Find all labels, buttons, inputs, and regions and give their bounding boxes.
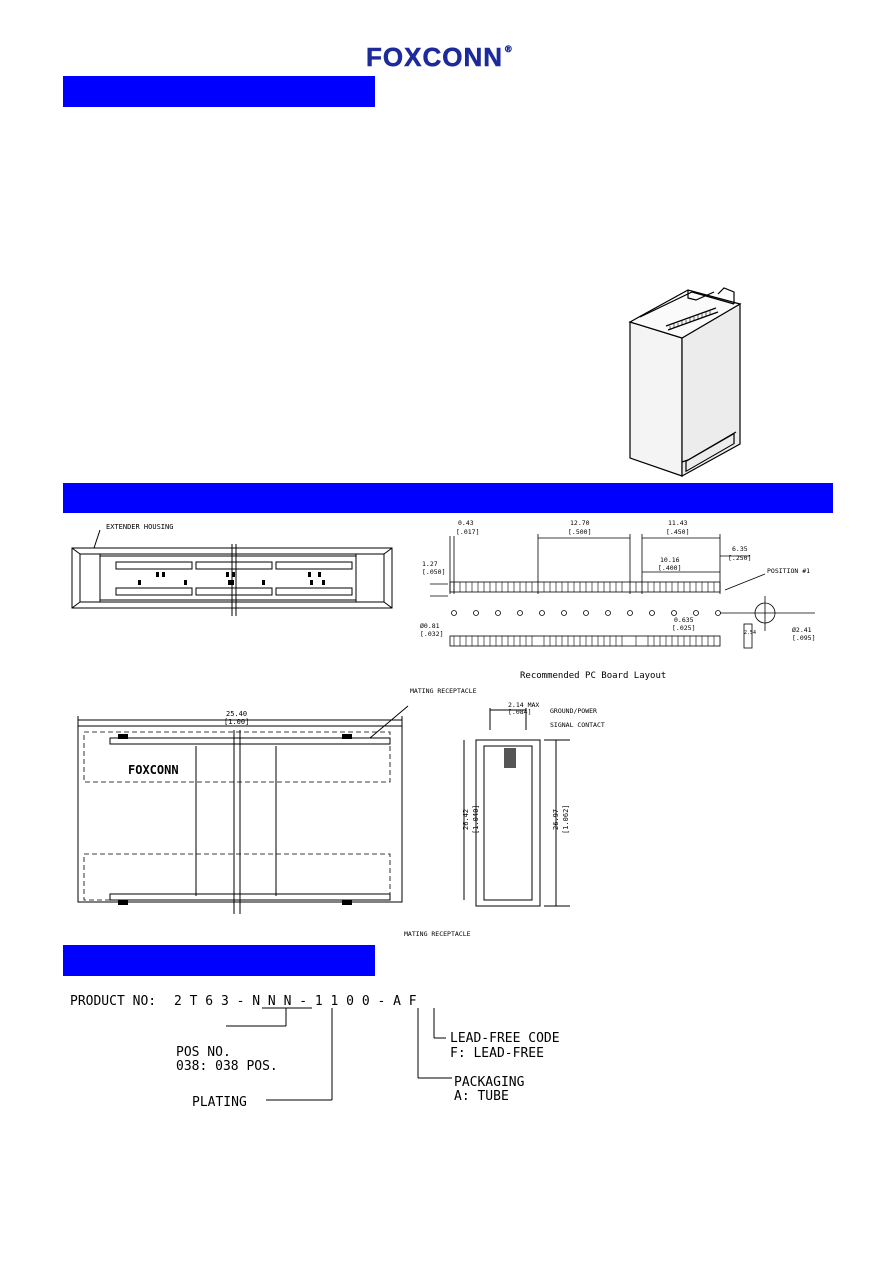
logo-text: FOXCONN [366, 42, 503, 73]
dim-241: Ø2.41 [792, 626, 812, 634]
body-brand-label: FOXCONN [128, 763, 179, 777]
pcb-layout-drawing: 0.43 [.017] 12.70 [.500] 11.43 [.450] 1.… [420, 519, 815, 681]
dim-081-in: [.032] [420, 630, 443, 638]
dim-241-in: [.095] [792, 634, 815, 642]
dim-1143: 11.43 [668, 519, 688, 527]
pcb-layout-caption: Recommended PC Board Layout [520, 671, 666, 681]
dim-2642-in: [1.040] [472, 804, 480, 834]
dim-2697: 26.97 [552, 809, 560, 830]
dim-2697-in: [1.062] [562, 804, 570, 834]
product-code: 2 T 6 3 - N N N - 1 1 0 0 - A F [174, 994, 417, 1009]
packaging-title: PACKAGING [454, 1075, 525, 1090]
dim-1270: 12.70 [570, 519, 590, 527]
dim-2642: 26.42 [462, 809, 470, 830]
section-bar-features [63, 76, 375, 107]
registered-mark: ® [505, 44, 513, 55]
packaging-value: A: TUBE [454, 1089, 509, 1104]
dim-2540: 25.40 [226, 710, 247, 718]
position-1-label: POSITION #1 [767, 567, 810, 575]
ground-power-label: GROUND/POWER [550, 707, 597, 715]
lead-free-value: F: LEAD-FREE [450, 1046, 544, 1061]
front-view-drawing: 25.40 [1.00] FOXCONN MATING RECEPTACLE M… [77, 687, 477, 938]
dim-1270-in: [.500] [568, 528, 591, 536]
side-view-drawing: 2.14 MAX [.084] GROUND/POWER SIGNAL CONT… [462, 701, 605, 907]
lead-free-title: LEAD-FREE CODE [450, 1031, 560, 1046]
dim-1016: 10.16 [660, 556, 680, 564]
dim-127-in: [.050] [422, 568, 445, 576]
foxconn-logo: FOXCONN® [366, 42, 513, 73]
dim-635: 6.35 [732, 545, 748, 553]
plating-label: PLATING [192, 1095, 247, 1110]
mating-receptacle-bottom-label: MATING RECEPTACLE [404, 930, 471, 938]
dim-254: 2.54 [744, 630, 756, 636]
dim-0635: 0.635 [674, 616, 694, 624]
dim-127: 1.27 [422, 560, 438, 568]
product-picture [628, 287, 742, 478]
mating-receptacle-top-label: MATING RECEPTACLE [410, 687, 477, 695]
dim-214: 2.14 MAX [508, 701, 539, 709]
dim-081: Ø0.81 [420, 622, 440, 630]
section-bar-ordering [63, 945, 375, 976]
extender-housing-label: EXTENDER HOUSING [106, 523, 173, 531]
dim-1016-in: [.400] [658, 564, 681, 572]
section-bar-drawing [63, 483, 833, 513]
signal-contact-label: SIGNAL CONTACT [550, 721, 605, 729]
dim-043-in: [.017] [456, 528, 479, 536]
dim-2540-in: [1.00] [224, 718, 249, 726]
dim-635-in: [.250] [728, 554, 751, 562]
dim-0635-in: [.025] [672, 624, 695, 632]
product-no-label: PRODUCT NO: [70, 994, 156, 1009]
dim-043: 0.43 [458, 519, 474, 527]
top-view-drawing: EXTENDER HOUSING [71, 523, 393, 616]
pos-no-value: 038: 038 POS. [176, 1059, 278, 1074]
pos-no-title: POS NO. [176, 1045, 231, 1060]
dim-214-in: [.084] [508, 708, 531, 716]
dim-1143-in: [.450] [666, 528, 689, 536]
part-number-breakdown: PRODUCT NO: 2 T 6 3 - N N N - 1 1 0 0 - … [70, 994, 560, 1110]
